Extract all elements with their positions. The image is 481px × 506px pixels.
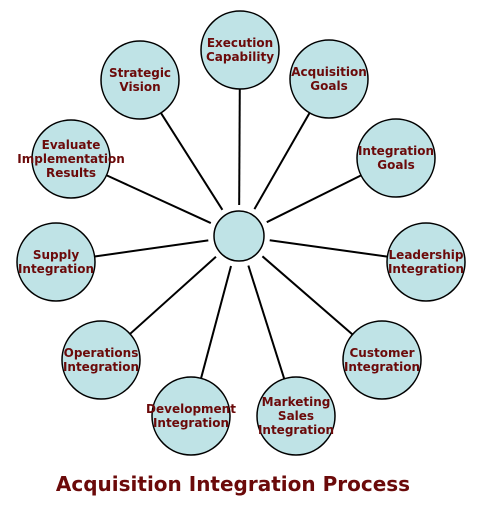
spoke-line [106,174,212,224]
node-label-line: Sales [278,409,314,423]
node-label-line: Strategic [109,66,171,80]
spoke-line [238,88,241,206]
spoke-line [253,112,311,210]
node-circle [386,222,466,302]
node-label-line: Capability [206,50,274,64]
node-circle [289,39,369,119]
node-label-line: Operations [64,346,139,360]
node-label-line: Integration [388,262,464,276]
node-label-line: Integration [63,360,139,374]
node-circle [342,320,422,400]
spoke-line [200,265,232,379]
node-circle [100,40,180,120]
node-label-line: Vision [119,80,160,94]
spoke-line [261,255,354,336]
node-label-line: Goals [310,79,347,93]
node-circle [200,10,280,90]
node-circle [16,222,96,302]
node-label-line: Development [146,402,236,416]
node-label-line: Execution [207,36,273,50]
spoke-line [247,265,286,380]
spoke-lines [94,88,388,380]
node-label-line: Marketing [262,395,331,409]
node-label-line: Integration [258,423,334,437]
node-label-line: Customer [349,346,414,360]
node-circle [256,376,336,456]
spoke-line [266,174,362,224]
node-circle [356,118,436,198]
spoke-line [94,239,209,258]
node-label-line: Goals [377,158,414,172]
center-node [213,210,265,262]
node-label-line: Acquisition [291,65,367,79]
diagram-title: Acquisition Integration Process [56,472,410,496]
node-label-line: Supply [33,248,79,262]
node-circle [61,320,141,400]
node-circle [31,119,111,199]
spoke-line [160,112,224,211]
node-label-line: Integration [18,262,94,276]
node-circle [151,376,231,456]
node-label-line: Integration [344,360,420,374]
node-label-line: Implementation [17,152,124,166]
spoke-line [269,239,388,258]
node-label-line: Leadership [389,248,464,262]
node-label-line: Results [46,166,96,180]
node-label-line: Integration [358,144,434,158]
node-label-line: Evaluate [42,138,101,152]
spoke-line [129,255,217,335]
node-label-line: Integration [153,416,229,430]
